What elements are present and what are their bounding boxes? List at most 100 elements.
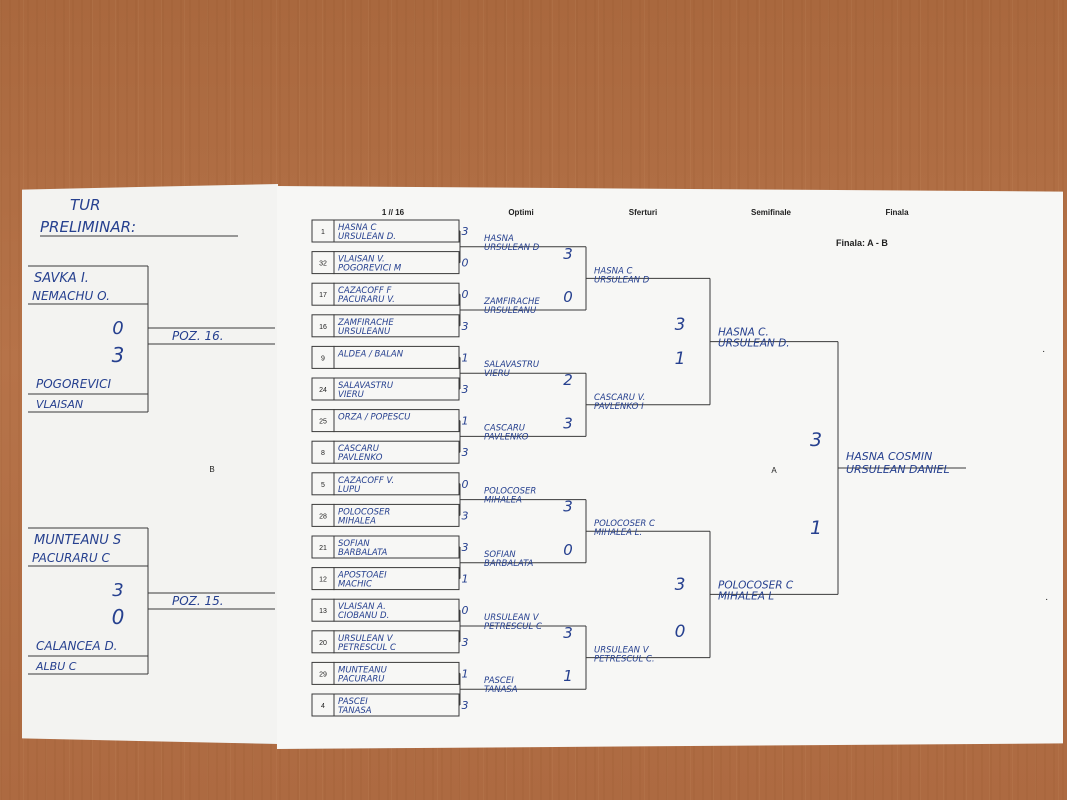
- r16-score: 3: [462, 699, 469, 712]
- seed-number: 9: [321, 355, 325, 362]
- group1-player1: SAVKA I.: [34, 271, 89, 286]
- finala-note: Finala: A - B: [836, 238, 888, 248]
- r16-score: 3: [462, 320, 469, 333]
- preliminary-title-line1: TUR: [70, 196, 101, 214]
- r16-team: ORZA / POPESCU: [338, 413, 411, 423]
- seed-number: 4: [321, 703, 325, 710]
- r16-score: 0: [462, 288, 469, 301]
- r16-team: VLAISAN V.POGOREVICI M: [338, 255, 402, 274]
- r16-score: 3: [462, 541, 469, 554]
- r8-score: 3: [563, 498, 573, 516]
- qf-score: 0: [675, 622, 686, 642]
- r16-score: 1: [462, 415, 469, 428]
- seed-number: 5: [321, 482, 325, 489]
- seed-number: 12: [319, 577, 327, 584]
- seed-number: 20: [319, 640, 327, 647]
- r16-score: 0: [462, 257, 469, 270]
- group2-player1: MUNTEANU S: [34, 533, 121, 548]
- group-letter-b: B: [209, 465, 214, 474]
- seed-number: 8: [321, 450, 325, 457]
- r16-score: 1: [462, 351, 469, 364]
- sf-score: 3: [810, 429, 822, 451]
- round-header-2: Sferturi: [629, 208, 657, 217]
- seed-number: 25: [319, 419, 327, 426]
- group1-player2: NEMACHU O.: [32, 289, 110, 303]
- r8-score: 0: [563, 288, 573, 306]
- qf-team: CASCARU V.PAVLENKO I: [594, 393, 645, 412]
- r16-team: ALDEA / BALAN: [337, 349, 404, 359]
- seed-number: 1: [321, 229, 325, 236]
- r16-score: 0: [462, 604, 469, 617]
- r16-score: 0: [462, 478, 469, 491]
- seed-number: 16: [319, 324, 327, 331]
- qf-score: 3: [675, 315, 686, 335]
- seed-number: 29: [319, 671, 327, 678]
- r16-score: 3: [462, 509, 469, 522]
- seed-number: 24: [319, 387, 327, 394]
- margin-mark: ·: [1042, 346, 1045, 357]
- round-header-3: Semifinale: [751, 208, 792, 217]
- round-header-0: 1 // 16: [382, 208, 405, 217]
- r8-score: 2: [563, 371, 573, 389]
- round-header-1: Optimi: [508, 208, 533, 217]
- seed-number: 28: [319, 513, 327, 520]
- seed-number: 17: [319, 292, 327, 299]
- r16-team: CAZACOFF V.LUPU: [338, 476, 394, 495]
- margin-mark: ·: [1045, 594, 1048, 605]
- r8-score: 3: [563, 624, 573, 642]
- group2-player4: ALBU C: [35, 660, 77, 673]
- seed-number: 21: [319, 545, 327, 552]
- sf-team: HASNA C.URSULEAN D.: [718, 327, 790, 350]
- group2-player2: PACURARU C: [32, 551, 110, 565]
- group1-player3: POGOREVICI: [36, 377, 111, 391]
- r16-score: 3: [462, 225, 469, 238]
- group1-score1: 0: [112, 318, 123, 339]
- r8-score: 0: [563, 541, 573, 559]
- r16-team: VLAISAN A.CIOBANU D.: [338, 602, 389, 621]
- r16-score: 1: [462, 667, 469, 680]
- r8-score: 3: [563, 245, 573, 263]
- seed-number: 32: [319, 261, 327, 268]
- group2-score2: 0: [112, 605, 125, 629]
- seed-number: 13: [319, 608, 327, 615]
- r16-score: 1: [462, 573, 469, 586]
- preliminary-sheet: [22, 184, 278, 744]
- r16-score: 3: [462, 446, 469, 459]
- preliminary-title-line2: PRELIMINAR:: [40, 218, 136, 236]
- r8-score: 3: [563, 414, 573, 432]
- group2-result: POZ. 15.: [172, 594, 224, 608]
- group2-player3: CALANCEA D.: [36, 639, 118, 653]
- group2-score1: 3: [112, 580, 123, 601]
- group1-result: POZ. 16.: [172, 329, 224, 343]
- round-header-4: Finala: [885, 208, 909, 217]
- sf-score: 1: [810, 517, 822, 539]
- r8-score: 1: [563, 667, 573, 685]
- group-letter-a: A: [771, 466, 777, 475]
- group1-score2: 3: [112, 343, 125, 367]
- qf-score: 3: [675, 575, 686, 595]
- r16-score: 3: [462, 383, 469, 396]
